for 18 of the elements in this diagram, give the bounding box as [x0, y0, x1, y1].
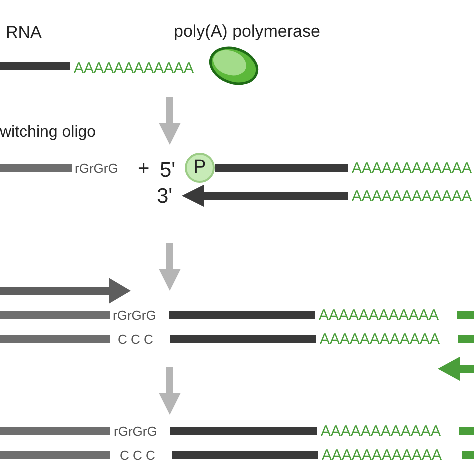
molecule-label: RNA — [6, 24, 42, 40]
molecule-label: witching oligo — [0, 125, 96, 141]
sequence-label: rGrGrG — [75, 162, 118, 174]
plus-sign: + — [138, 159, 150, 179]
sequence-label: C C C — [120, 448, 156, 462]
poly-a-tail: AAAAAAAAAAAA — [352, 160, 472, 176]
poly-a-tail: AAAAAAAAAAAA — [319, 308, 440, 322]
sequence-label: rGrGrG — [113, 308, 156, 322]
poly-a-tail: AAAAAAAAAAAA — [320, 332, 440, 346]
end-label: 5' — [160, 160, 176, 180]
poly-a-tail: AAAAAAAAAAAA — [321, 424, 442, 438]
sequence-label: rGrGrG — [114, 424, 158, 438]
poly-a-tail: AAAAAAAAAAAA — [74, 60, 194, 76]
poly-a-tail: AAAAAAAAAAAA — [352, 188, 472, 204]
poly-a-tail: AAAAAAAAAAAA — [322, 448, 442, 462]
end-label: 3' — [157, 186, 173, 206]
sequence-label: C C C — [118, 332, 154, 346]
enzyme-label: poly(A) polymerase — [174, 21, 320, 43]
